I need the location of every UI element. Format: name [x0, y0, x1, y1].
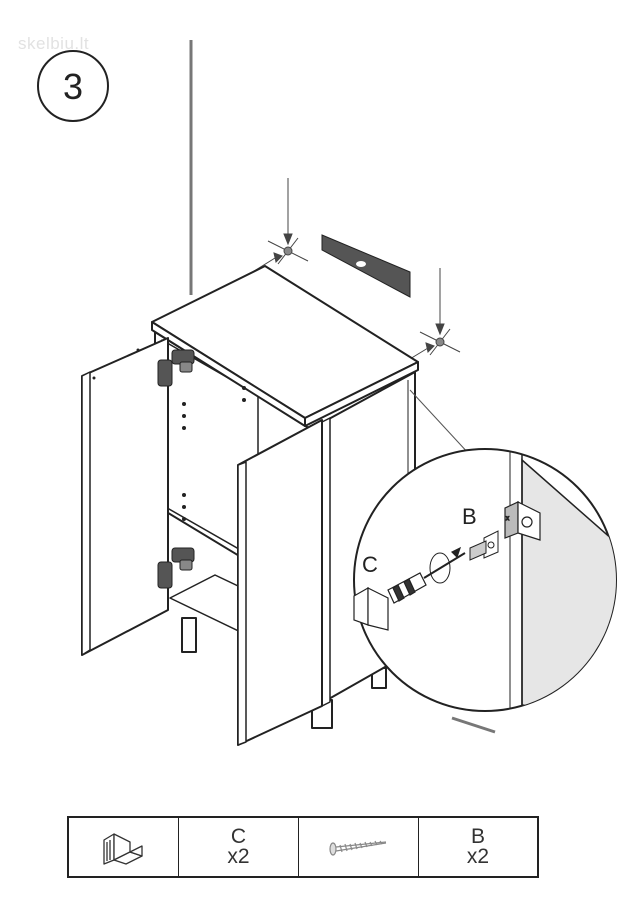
screw-icon	[328, 840, 386, 856]
part-c-qty: x2	[227, 845, 250, 868]
corner-bracket-icon	[102, 833, 143, 865]
label-b: B	[462, 504, 477, 529]
screw-marker-right	[399, 268, 461, 366]
part-cell-bracket	[69, 818, 179, 876]
step-number: 3	[63, 66, 83, 107]
part-b-qty: x2	[466, 845, 490, 868]
part-cell-b: B x2	[419, 818, 537, 876]
parts-table: C x2 B x2	[67, 816, 539, 878]
detail-leader-line-bottom	[451, 716, 496, 734]
hinge-bottom	[157, 547, 195, 589]
part-cell-c: C x2	[179, 818, 299, 876]
bracket-b: x	[504, 501, 541, 541]
screwdriver	[387, 546, 466, 604]
wall-plug	[469, 530, 499, 561]
step-badge: 3	[37, 50, 109, 122]
bracket-b-mark: x	[506, 516, 509, 522]
part-b-label: B	[470, 825, 485, 848]
part-c-label: C	[230, 825, 247, 848]
cabinet	[81, 265, 419, 746]
screw-marker-left	[242, 178, 309, 279]
corner-bracket-c	[353, 586, 389, 631]
detail-leader-line	[409, 389, 471, 456]
hinge-top	[157, 349, 195, 387]
part-cell-screw	[299, 818, 419, 876]
wall-rail	[321, 234, 411, 298]
shelf-holes	[92, 348, 246, 521]
label-c: C	[362, 552, 378, 577]
watermark-text: skelbiu.lt	[18, 34, 90, 53]
